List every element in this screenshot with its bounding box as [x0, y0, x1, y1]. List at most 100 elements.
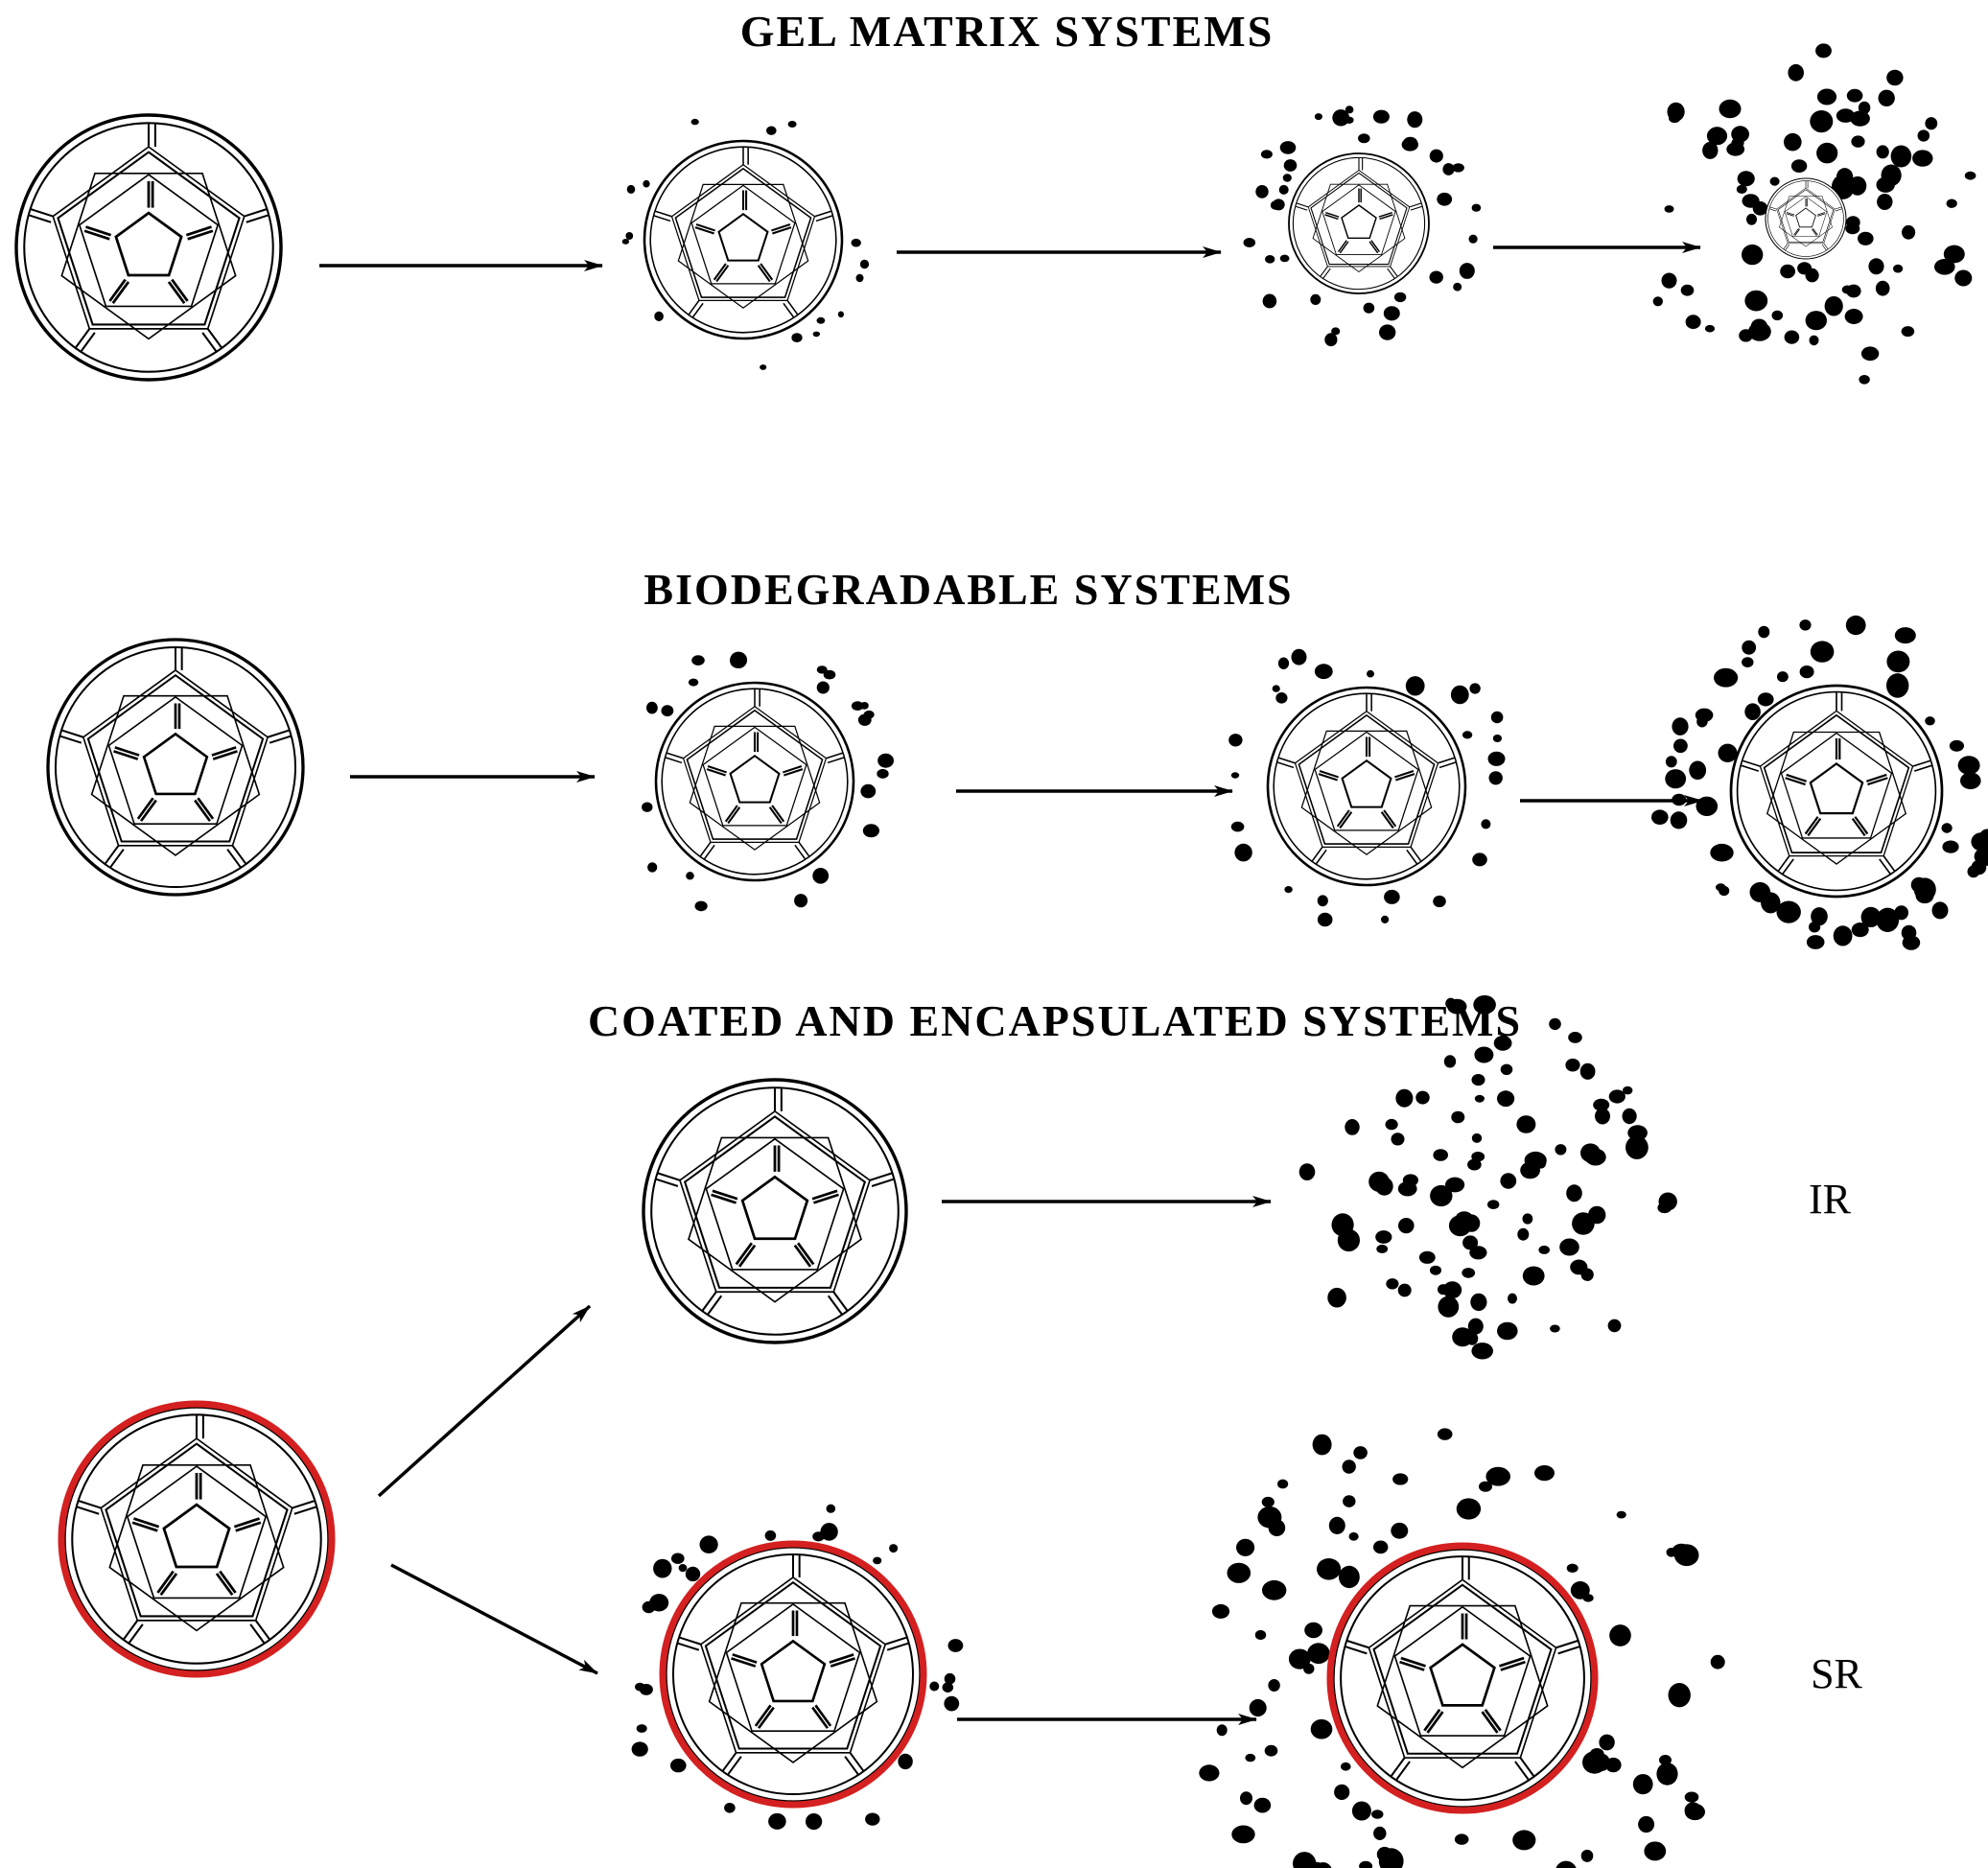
drug-dot-icon [1500, 1173, 1517, 1189]
drug-dot-icon [1943, 245, 1965, 264]
drug-dot-icon [1253, 1797, 1272, 1813]
drug-dot-icon [1384, 889, 1400, 904]
drug-dot-icon [1769, 176, 1780, 186]
drug-dot-icon [1925, 117, 1938, 130]
drug-dot-icon [1429, 270, 1443, 284]
drug-dot-icon [1397, 1283, 1412, 1297]
drug-dot-icon [1964, 171, 1976, 180]
drug-dot-icon [1381, 915, 1390, 924]
drug-dot-icon [1393, 292, 1407, 303]
drug-dot-icon [816, 316, 826, 324]
drug-dot-icon [635, 1682, 645, 1692]
drug-dot-icon [1363, 302, 1375, 314]
drug-dot-icon [1858, 231, 1874, 245]
drug-dot-icon [1468, 234, 1478, 244]
drug-dot-icon [1684, 1803, 1705, 1821]
drug-dot-icon [1656, 1763, 1678, 1786]
drug-dot-icon [1664, 205, 1674, 213]
drug-dot-icon [1341, 1762, 1351, 1771]
drug-dot-icon [1376, 1244, 1389, 1253]
fullerene-icon [664, 1545, 923, 1804]
drug-dot-icon [1954, 269, 1973, 287]
drug-dot-icon [1317, 912, 1333, 927]
drug-dot-icon [1568, 1032, 1582, 1043]
drug-dot-icon [1391, 1522, 1409, 1539]
drug-dot-icon [1397, 1181, 1417, 1197]
drug-dot-icon [929, 1681, 940, 1692]
drug-dot-icon [1479, 1481, 1492, 1492]
drug-dot-icon [661, 705, 674, 717]
drug-dot-icon [889, 1544, 899, 1553]
drug-dot-icon [1353, 1446, 1368, 1459]
drug-dot-icon [1731, 126, 1749, 143]
drug-dot-icon [1858, 101, 1871, 115]
drug-dot-icon [1616, 1510, 1626, 1519]
drug-dot-icon [1331, 327, 1341, 336]
drug-dot-icon [699, 1535, 718, 1553]
drug-dot-icon [1824, 295, 1843, 316]
drug-dot-icon [1255, 185, 1269, 198]
drug-dot-icon [1816, 142, 1838, 164]
drug-dot-icon [1696, 715, 1708, 728]
drug-dot-icon [1231, 1825, 1255, 1844]
drug-dot-icon [1467, 1158, 1482, 1171]
drug-dot-icon [1799, 665, 1814, 679]
drug-dot-icon [631, 1741, 648, 1757]
drug-dot-icon [1623, 1086, 1633, 1095]
drug-dot-icon [1430, 1265, 1441, 1275]
drug-dot-icon [1608, 1089, 1625, 1104]
drug-dot-icon [1481, 819, 1491, 829]
drug-dot-icon [865, 1812, 880, 1826]
drug-dot-icon [1971, 859, 1987, 876]
drug-dot-icon [1625, 1135, 1649, 1159]
label-ir: IR [1809, 1176, 1852, 1223]
drug-dot-icon [1742, 194, 1760, 208]
drug-dot-icon [1304, 1622, 1322, 1639]
section-title: GEL MATRIX SYSTEMS [740, 7, 1275, 56]
drug-dot-icon [686, 872, 694, 880]
drug-dot-icon [812, 868, 830, 884]
drug-dot-icon [1742, 640, 1757, 655]
drug-dot-icon [1644, 1841, 1667, 1861]
drug-dot-icon [1518, 1118, 1532, 1128]
drug-dot-icon [1684, 1791, 1699, 1803]
drug-dot-icon [1799, 619, 1812, 631]
drug-dot-icon [1351, 1801, 1371, 1821]
drug-dot-icon [1809, 335, 1819, 346]
drug-dot-icon [1638, 1815, 1655, 1833]
drug-dot-icon [1279, 141, 1297, 154]
drug-dot-icon [1522, 1213, 1533, 1225]
drug-dot-icon [947, 1639, 964, 1652]
drug-dot-icon [1438, 1296, 1460, 1318]
drug-dot-icon [1378, 1179, 1390, 1188]
drug-dot-icon [1749, 881, 1771, 902]
drug-dot-icon [1665, 756, 1677, 768]
drug-dot-icon [1497, 1321, 1518, 1341]
drug-dot-icon [1398, 1218, 1415, 1234]
drug-dot-icon [1264, 1744, 1278, 1757]
drug-dot-icon [823, 669, 836, 680]
drug-dot-icon [1877, 194, 1893, 210]
drug-dot-icon [1228, 734, 1243, 747]
drug-dot-icon [816, 665, 828, 674]
drug-dot-icon [1385, 1118, 1398, 1131]
drug-dot-icon [1488, 771, 1503, 785]
drug-dot-icon [851, 701, 864, 711]
drug-dot-icon [1790, 159, 1808, 174]
drug-dot-icon [1473, 994, 1496, 1015]
drug-dot-icon [1942, 840, 1959, 853]
drug-dot-icon [1451, 1110, 1465, 1124]
drug-dot-icon [1605, 1757, 1622, 1773]
drug-dot-icon [1512, 1830, 1536, 1851]
drug-dot-icon [678, 1564, 688, 1573]
drug-dot-icon [1910, 876, 1928, 893]
drug-dot-icon [690, 118, 699, 126]
drug-dot-icon [1806, 935, 1825, 949]
drug-dot-icon [1437, 1428, 1453, 1440]
drug-dot-icon [1702, 141, 1719, 159]
drug-dot-icon [1902, 935, 1921, 950]
drug-dot-icon [1771, 310, 1784, 321]
drug-dot-icon [1492, 735, 1502, 742]
drug-dot-icon [1467, 1318, 1484, 1335]
drug-dot-icon [1925, 716, 1935, 726]
